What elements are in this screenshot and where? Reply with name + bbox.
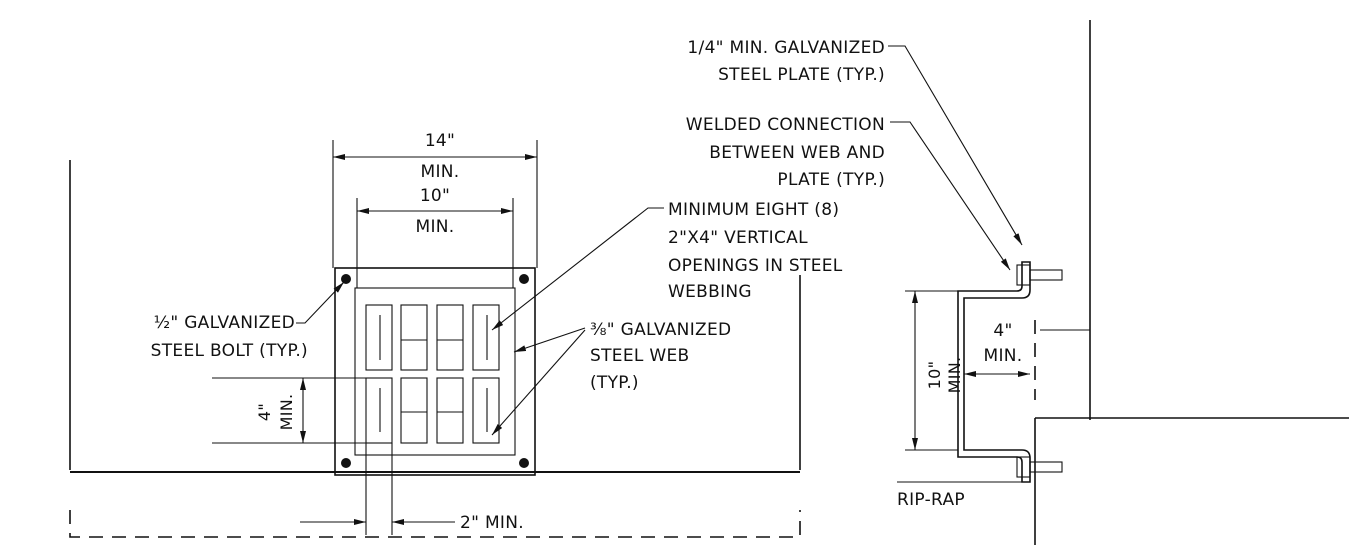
web-leader-1 — [513, 327, 586, 353]
dim-depth-min: MIN. — [983, 346, 1022, 366]
web-openings — [365, 304, 500, 444]
dim-height-value: 10" — [925, 361, 944, 390]
side-plate-profile — [957, 261, 1031, 483]
weld-leader — [890, 121, 1011, 271]
dim-outer-min: MIN. — [420, 162, 459, 182]
side-bolt-icon — [1016, 264, 1063, 478]
dim-outer-value: 14" — [425, 131, 455, 151]
dim-vertical-value: 4" — [255, 403, 274, 421]
weld-note-line1: WELDED CONNECTION — [686, 115, 885, 135]
side-view: 1/4" MIN. GALVANIZED STEEL PLATE (TYP.) … — [686, 20, 1349, 545]
weld-note-line3: PLATE (TYP.) — [777, 170, 885, 190]
grate-plate — [334, 267, 536, 476]
bolt-leader — [296, 281, 345, 324]
dim-gap-label: 2" MIN. — [460, 513, 524, 533]
openings-note-line1: MINIMUM EIGHT (8) — [668, 200, 839, 220]
weld-note-line2: BETWEEN WEB AND — [709, 143, 885, 163]
openings-note-line2: 2"X4" VERTICAL — [668, 228, 808, 248]
riprap-label: RIP-RAP — [897, 490, 965, 510]
front-view: 14" MIN. 10" MIN. 4" MIN. 2" MIN. ½" GAL… — [69, 131, 843, 538]
openings-note-line4: WEBBING — [668, 282, 752, 302]
dim-height-min: MIN. — [945, 357, 964, 394]
dim-vertical-min: MIN. — [277, 394, 296, 431]
plate-note-line2: STEEL PLATE (TYP.) — [718, 65, 885, 85]
riprap-dashed-boundary — [69, 510, 801, 538]
openings-note-line3: OPENINGS IN STEEL — [668, 256, 843, 276]
dim-inner-min: MIN. — [415, 217, 454, 237]
bolt-note-line1: ½" GALVANIZED — [154, 313, 295, 333]
web-note-line2: STEEL WEB — [590, 346, 689, 366]
web-note-line1: ⅜" GALVANIZED — [590, 320, 731, 340]
bolt-note-line2: STEEL BOLT (TYP.) — [151, 341, 308, 361]
web-note-line3: (TYP.) — [590, 373, 639, 393]
grate-inner-frame — [354, 287, 516, 456]
dim-inner-value: 10" — [420, 186, 450, 206]
plate-leader — [888, 45, 1023, 246]
bolt-icon — [341, 274, 529, 468]
dim-depth-value: 4" — [993, 321, 1012, 341]
openings-leader — [491, 207, 664, 331]
plate-note-line1: 1/4" MIN. GALVANIZED — [687, 38, 885, 58]
web-leader-2 — [491, 329, 586, 436]
